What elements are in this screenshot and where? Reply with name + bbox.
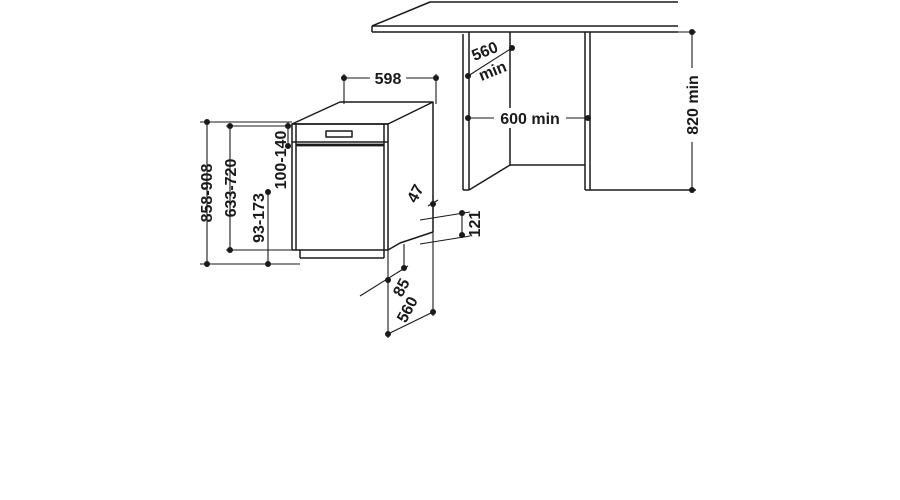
label-121: 121 (467, 211, 484, 238)
dimension-height-820-min: 820 min (678, 29, 702, 193)
dimension-height-858-908: 858-908 (199, 119, 300, 267)
dimension-121: 121 (419, 210, 484, 245)
dimension-top-gap-100-140: 100-140 (273, 122, 291, 189)
label-47: 47 (404, 182, 427, 206)
dimension-width-598: 598 (341, 68, 439, 104)
kitchen-niche (371, 1, 696, 191)
dimension-width-600-min: 600 min (465, 108, 591, 128)
dimension-plinth-93-173: 93-173 (251, 189, 271, 267)
label-633-720: 633-720 (223, 159, 240, 218)
label-85: 85 (390, 276, 413, 300)
label-100-140: 100-140 (273, 131, 290, 190)
label-598: 598 (375, 71, 402, 88)
dimension-47: 47 (404, 182, 439, 212)
label-600-min: 600 min (500, 111, 560, 128)
dishwasher (291, 101, 434, 259)
label-820-min: 820 min (685, 75, 702, 135)
dimension-85: 85 (359, 244, 414, 300)
dimension-height-633-720: 633-720 (223, 123, 292, 253)
dimension-depth-560-min: 560 min (465, 39, 515, 85)
label-560: 560 (394, 294, 422, 326)
label-93-173: 93-173 (251, 193, 268, 243)
label-858-908: 858-908 (199, 164, 216, 223)
